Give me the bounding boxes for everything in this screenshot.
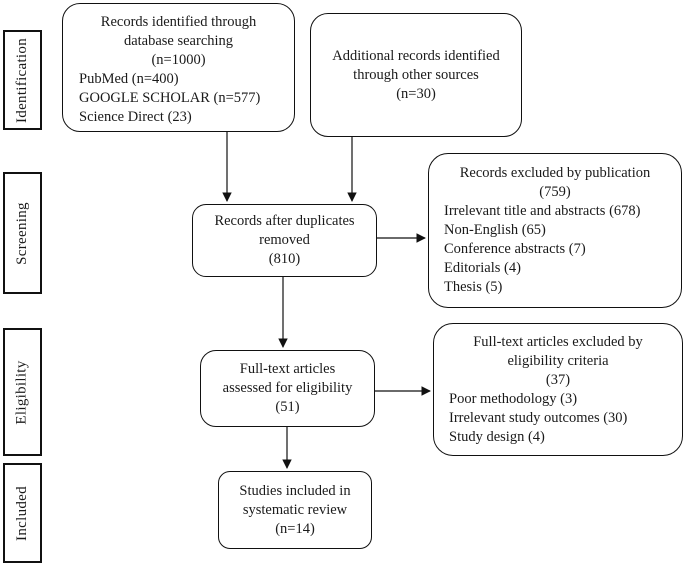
box-text-line: PubMed (n=400) (79, 71, 179, 87)
box-text-line: eligibility criteria (507, 353, 609, 369)
box-records-excluded-publication: Records excluded by publication (759) Ir… (428, 153, 682, 308)
box-text-line: Records identified through (100, 14, 257, 30)
stage-label-screening: Screening (3, 172, 42, 294)
box-text-line: (759) (539, 184, 571, 200)
box-text-line: (37) (545, 372, 571, 388)
box-text-line: Studies included in (239, 482, 351, 499)
box-text-line: (810) (268, 251, 301, 267)
box-text-line: Poor methodology (3) (449, 391, 578, 407)
box-text-line: Non-English (65) (444, 222, 546, 238)
stage-label-identification: Identification (3, 30, 42, 130)
box-additional-records: Additional records identified through ot… (310, 13, 522, 137)
box-text-line: (n=1000) (151, 52, 206, 68)
box-text-line: Irrelevant title and abstracts (678) (444, 203, 641, 219)
box-text-line: database searching (123, 33, 234, 49)
box-duplicates-removed: Records after duplicates removed (810) (192, 204, 377, 277)
box-text-line: Full-text articles (239, 361, 336, 377)
stage-label-text: Identification (14, 37, 31, 123)
box-text-line: (51) (275, 399, 300, 415)
box-text-line: systematic review (242, 501, 348, 518)
box-text-line: Full-text articles excluded by (473, 334, 643, 350)
stage-label-text: Screening (14, 201, 30, 265)
box-studies-included: Studies included in systematic review (n… (218, 471, 372, 549)
box-fulltext-assessed: Full-text articles assessed for eligibil… (200, 350, 375, 427)
box-text-line: removed (259, 232, 310, 248)
stage-label-included: Included (3, 463, 42, 563)
box-text-line: (n=30) (396, 85, 436, 102)
box-text-line: Additional records identified (332, 47, 500, 64)
stage-label-eligibility: Eligibility (3, 328, 42, 456)
box-text-line: GOOGLE SCHOLAR (n=577) (79, 90, 261, 106)
box-text-line: Science Direct (23) (79, 109, 192, 125)
box-fulltext-excluded: Full-text articles excluded by eligibili… (433, 323, 683, 456)
box-records-identified: Records identified through database sear… (62, 3, 295, 132)
box-text-line: Irrelevant study outcomes (30) (449, 410, 628, 426)
stage-label-text: Eligibility (14, 359, 31, 425)
box-text-line: (n=14) (275, 520, 315, 537)
stage-label-text: Included (14, 485, 31, 541)
box-text-line: assessed for eligibility (222, 380, 353, 396)
box-text-line: through other sources (353, 66, 479, 83)
box-text-line: Thesis (5) (444, 279, 503, 295)
box-text-line: Conference abstracts (7) (444, 241, 586, 257)
box-text-line: Study design (4) (449, 429, 545, 445)
box-text-line: Editorials (4) (444, 260, 521, 276)
box-text-line: Records excluded by publication (459, 165, 651, 181)
box-text-line: Records after duplicates (214, 213, 355, 229)
